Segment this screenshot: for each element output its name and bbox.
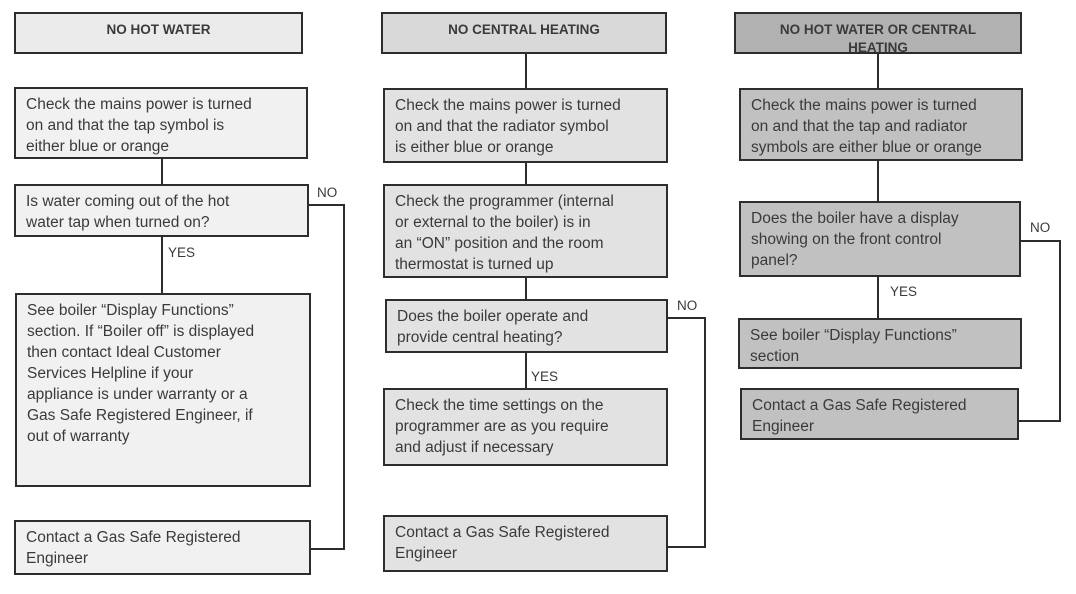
connector [525, 163, 527, 184]
connector-no [704, 317, 706, 548]
step-check-mains-radiator: Check the mains power is turned on and t… [383, 88, 668, 163]
step-contact-engineer: Contact a Gas Safe Registered Engineer [14, 520, 311, 575]
connector-yes [877, 277, 879, 318]
no-label: NO [317, 185, 338, 200]
flowchart-title: NO CENTRAL HEATING [381, 12, 667, 54]
connector-yes [161, 237, 163, 293]
decision-water-from-tap: Is water coming out of the hot water tap… [14, 184, 309, 237]
flowchart-title: NO HOT WATER [14, 12, 303, 54]
connector-no [1021, 240, 1061, 242]
yes-label: YES [168, 245, 196, 260]
decision-boiler-operates: Does the boiler operate and provide cent… [385, 299, 668, 353]
connector [161, 159, 163, 184]
step-contact-engineer: Contact a Gas Safe Registered Engineer [383, 515, 668, 572]
connector-no [309, 204, 345, 206]
step-contact-engineer: Contact a Gas Safe Registered Engineer [740, 388, 1019, 440]
step-check-time-settings: Check the time settings on the programme… [383, 388, 668, 466]
connector-no [1059, 240, 1061, 422]
connector-no [668, 546, 706, 548]
connector [877, 54, 879, 88]
connector-no [311, 548, 345, 550]
step-check-programmer: Check the programmer (internal or extern… [383, 184, 668, 278]
step-check-mains-tap-radiator: Check the mains power is turned on and t… [739, 88, 1023, 161]
decision-display-showing: Does the boiler have a display showing o… [739, 201, 1021, 277]
connector-yes [525, 353, 527, 388]
step-see-display-functions: See boiler “Display Functions” section [738, 318, 1022, 369]
flowchart-title: NO HOT WATER OR CENTRAL HEATING [734, 12, 1022, 55]
yes-label: YES [890, 284, 918, 299]
connector [877, 161, 879, 201]
connector-no [343, 204, 345, 550]
connector [525, 54, 527, 88]
yes-label: YES [531, 369, 559, 384]
connector [525, 278, 527, 299]
no-label: NO [677, 298, 698, 313]
no-label: NO [1030, 220, 1051, 235]
step-see-display-functions: See boiler “Display Functions” section. … [15, 293, 311, 487]
connector-no [668, 317, 706, 319]
connector-no [1019, 420, 1061, 422]
step-check-mains-tap: Check the mains power is turned on and t… [14, 87, 308, 159]
